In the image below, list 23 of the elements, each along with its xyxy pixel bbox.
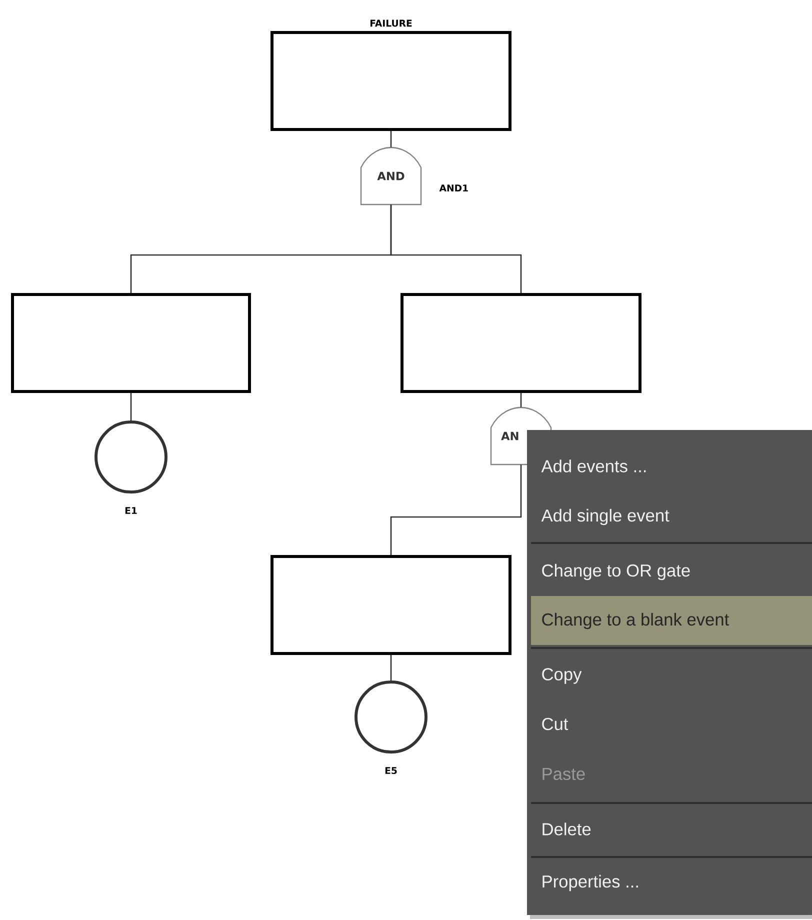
connector-line <box>390 131 392 148</box>
connector-line <box>130 393 132 420</box>
event-box <box>400 293 642 393</box>
menu-item: Delete <box>542 822 591 836</box>
connector-line <box>390 655 392 680</box>
node-label: E5 <box>385 767 397 774</box>
disabled-menu-item: Paste <box>542 768 585 780</box>
gate-label: AND1 <box>439 184 468 192</box>
event-box <box>270 555 512 655</box>
event-box: FAILURE <box>270 20 512 131</box>
connector-line <box>390 204 522 293</box>
connector-line <box>520 393 522 408</box>
menu-item: Cut <box>542 718 568 730</box>
menu-item: Copy <box>542 668 582 684</box>
menu-item: Change to OR gate <box>542 564 690 580</box>
event-box <box>11 293 251 393</box>
connector-line <box>390 464 522 555</box>
node-label: FAILURE <box>370 20 412 27</box>
and-gate: AND <box>360 146 422 206</box>
highlighted-menu-item: Change to a blank event <box>531 596 812 645</box>
menu-item: Properties ... <box>542 874 638 892</box>
node-label: E1 <box>125 507 137 514</box>
menu-item: Add single event <box>541 508 670 526</box>
